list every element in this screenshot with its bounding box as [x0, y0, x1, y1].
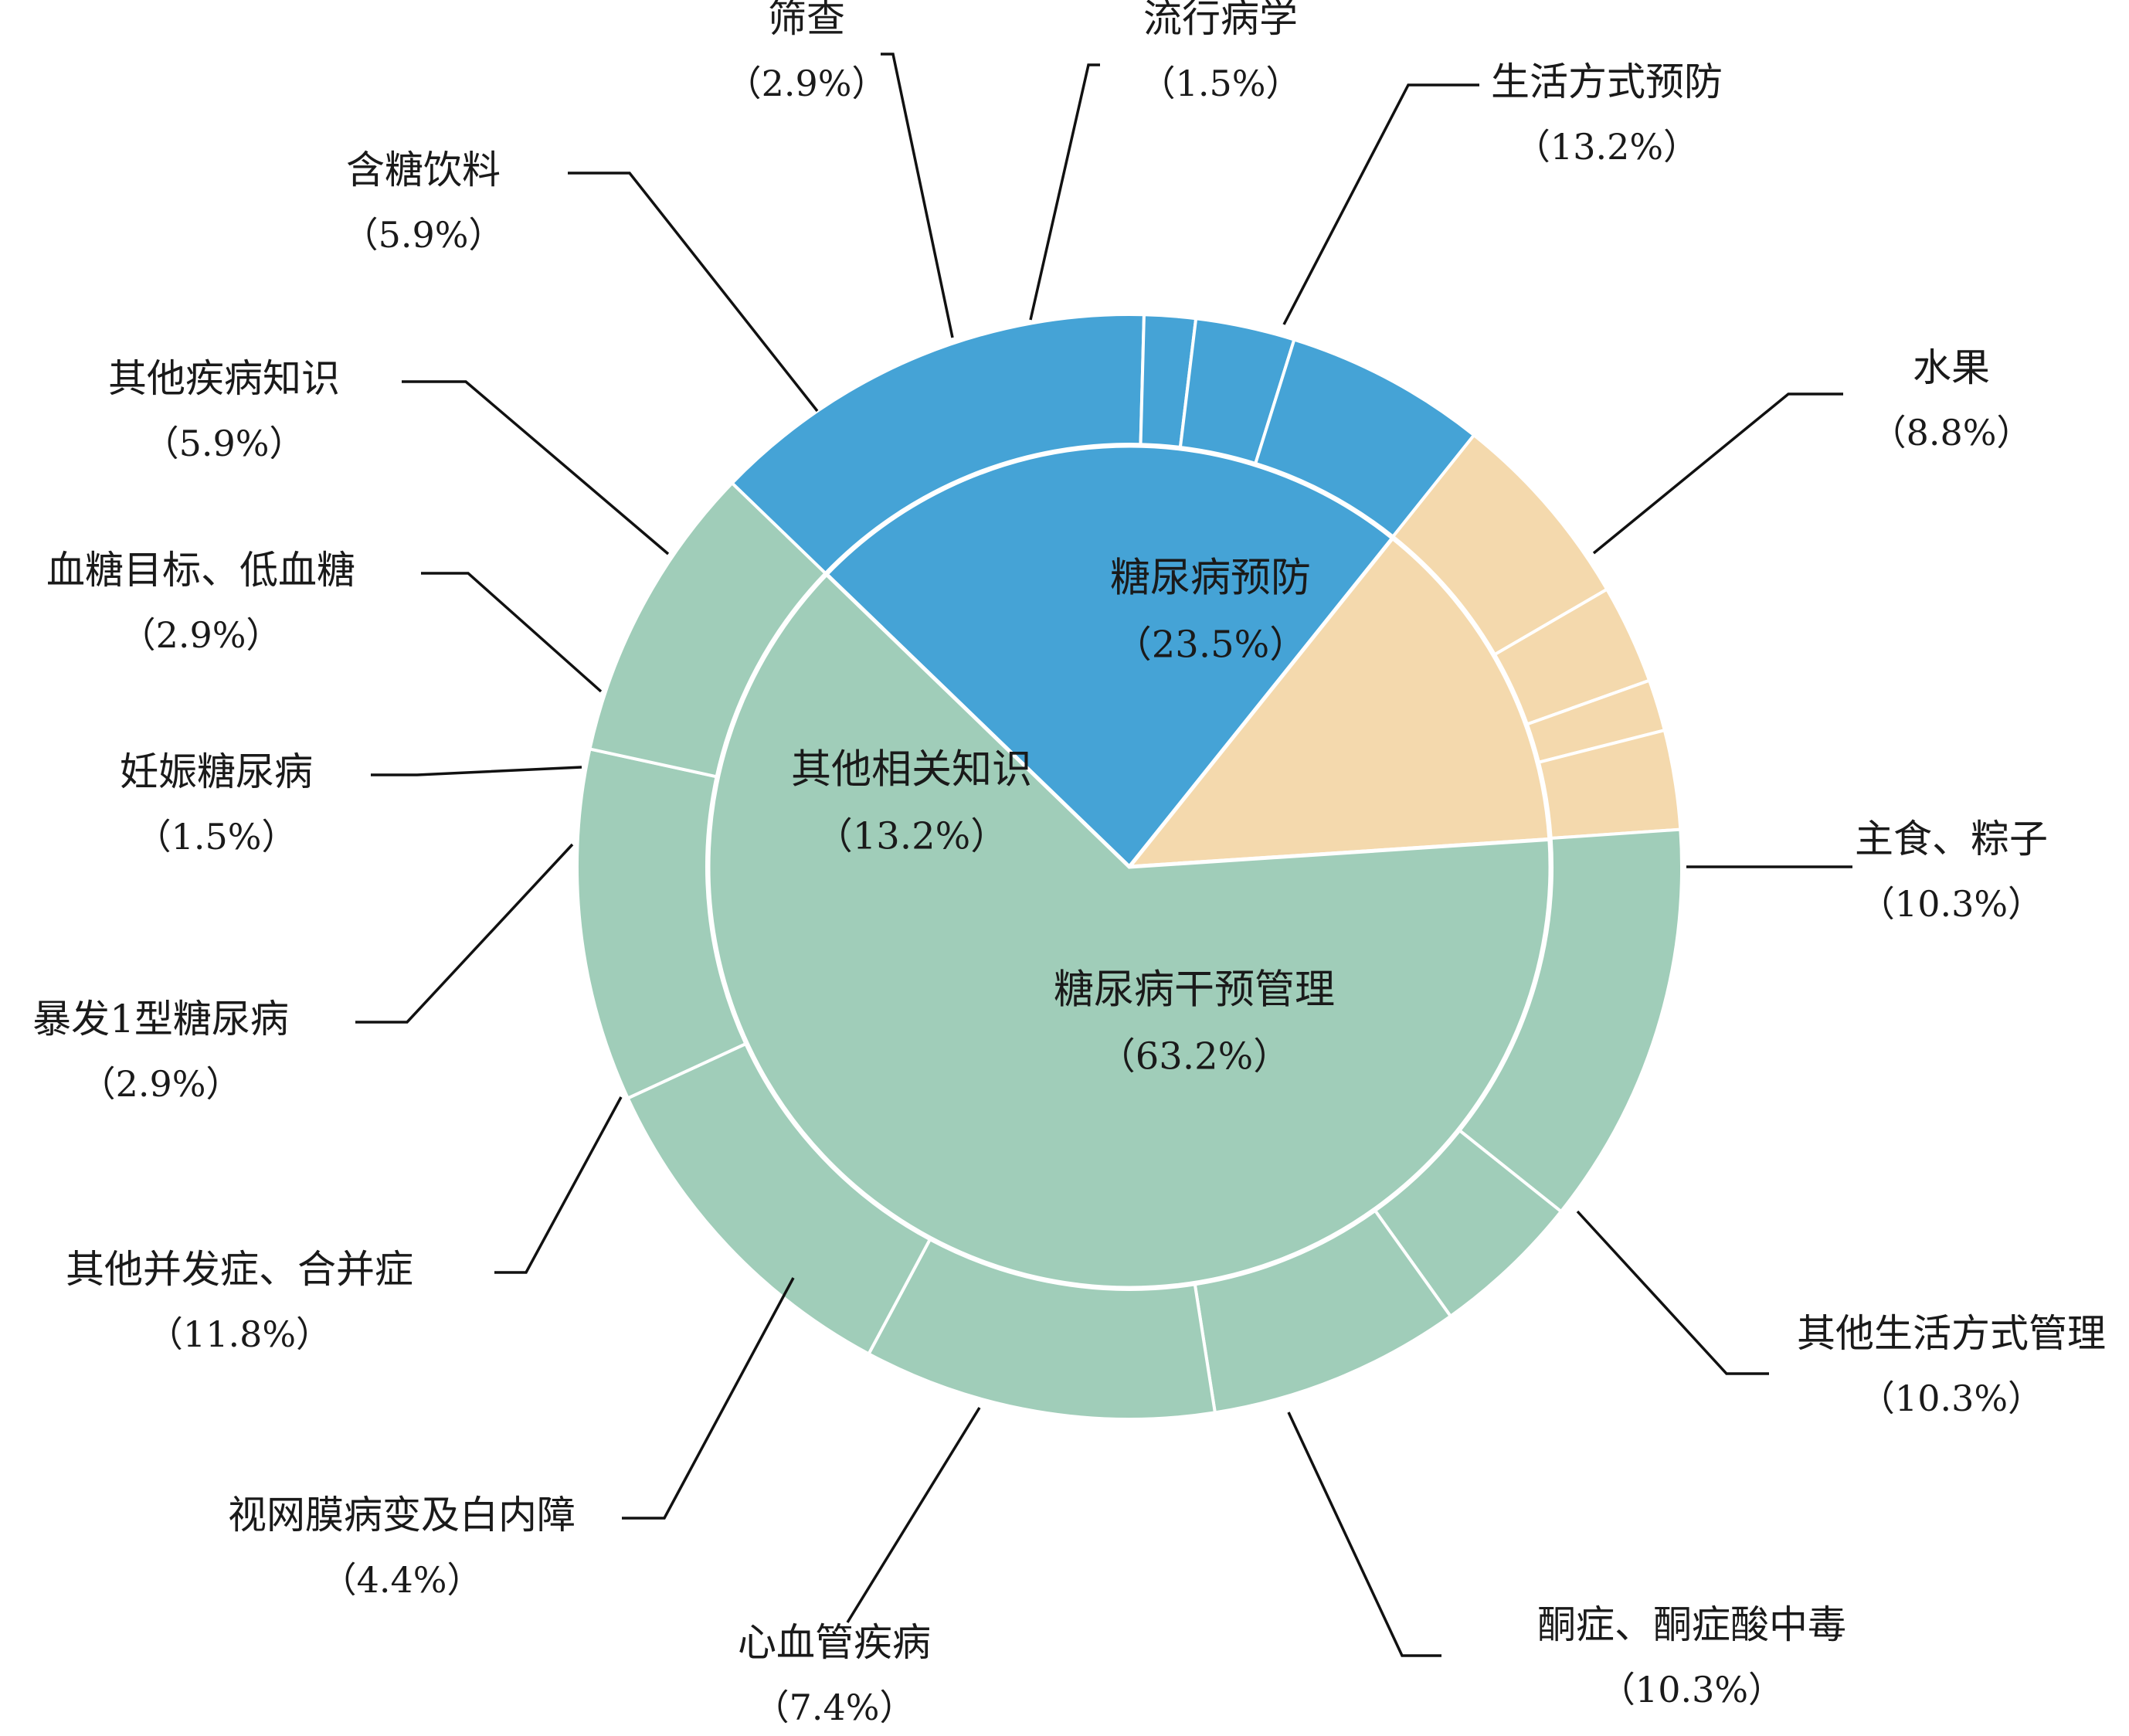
inner-slice-2	[706, 571, 1553, 1290]
outer-label-1: 流行病学	[1143, 0, 1298, 41]
outer-label-9: 视网膜病变及白内障	[228, 1493, 576, 1537]
outer-label-2: 筛查	[768, 0, 845, 41]
inner-label-0: 糖尿病预防	[1110, 555, 1311, 602]
outer-pct-1: （1.5%）	[1140, 63, 1302, 104]
outer-pct-12: （10.3%）	[1859, 1378, 2043, 1419]
outer-pct-5: （2.9%）	[121, 614, 282, 656]
outer-pct-3: （5.9%）	[343, 214, 504, 256]
labels: 生活方式预防 （13.2%） 流行病学 （1.5%） 筛查 （2.9%） 含糖饮料 （5.9%…	[32, 0, 2106, 1728]
leader-line-14	[1592, 392, 1843, 555]
inner-slice-1	[1125, 535, 1552, 869]
outer-pct-0: （13.2%）	[1515, 126, 1699, 168]
leader-line-8	[494, 1096, 623, 1274]
outer-label-0: 生活方式预防	[1491, 59, 1723, 104]
inner-label-2: 糖尿病干预管理	[1054, 967, 1335, 1014]
outer-label-7: 暴发1型糖尿病	[32, 997, 289, 1041]
outer-pct-2: （2.9%）	[726, 63, 888, 104]
leader-lines	[355, 53, 1852, 1657]
leader-line-11	[1287, 1412, 1441, 1657]
leader-line-5	[421, 572, 603, 693]
leader-line-12	[1576, 1210, 1769, 1375]
inner-pct-1: （13.2%）	[816, 815, 1008, 858]
outer-label-11: 酮症、酮症酸中毒	[1537, 1602, 1846, 1647]
outer-label-6: 妊娠糖尿病	[120, 749, 313, 794]
leader-line-7	[355, 843, 574, 1024]
outer-pct-9: （4.4%）	[321, 1559, 483, 1601]
inner-ring	[706, 443, 1553, 1290]
leader-line-0	[1282, 83, 1479, 325]
outer-ring	[575, 313, 1683, 1421]
outer-pct-13: （10.3%）	[1859, 883, 2043, 925]
inner-label-1: 其他相关知识	[791, 747, 1032, 793]
leader-line-10	[846, 1407, 981, 1623]
outer-label-3: 含糖饮料	[346, 148, 501, 192]
outer-label-13: 主食、粽子	[1855, 817, 2048, 861]
leader-line-2	[881, 53, 954, 338]
outer-pct-11: （10.3%）	[1600, 1669, 1784, 1711]
inner-pct-2: （63.2%）	[1098, 1035, 1291, 1079]
leader-line-1	[1029, 63, 1100, 321]
outer-label-14: 水果	[1913, 345, 1990, 390]
outer-pct-8: （11.8%）	[148, 1313, 331, 1355]
outer-label-4: 其他疾病知识	[108, 356, 340, 401]
outer-label-12: 其他生活方式管理	[1797, 1311, 2106, 1356]
leader-line-6	[371, 766, 582, 776]
outer-pct-6: （1.5%）	[136, 816, 297, 858]
outer-label-10: 心血管疾病	[738, 1620, 931, 1665]
leader-line-9	[622, 1277, 795, 1520]
outer-pct-4: （5.9%）	[144, 423, 305, 464]
outer-label-8: 其他并发症、合并症	[66, 1247, 413, 1292]
inner-pct-0: （23.5%）	[1115, 623, 1307, 667]
outer-pct-14: （8.8%）	[1871, 412, 2032, 454]
inner-slice-0	[823, 443, 1396, 870]
outer-label-5: 血糖目标、低血糖	[46, 548, 355, 593]
outer-pct-10: （7.4%）	[754, 1687, 915, 1728]
leader-line-3	[568, 172, 819, 413]
leader-line-4	[402, 380, 670, 555]
outer-pct-7: （2.9%）	[80, 1063, 242, 1105]
